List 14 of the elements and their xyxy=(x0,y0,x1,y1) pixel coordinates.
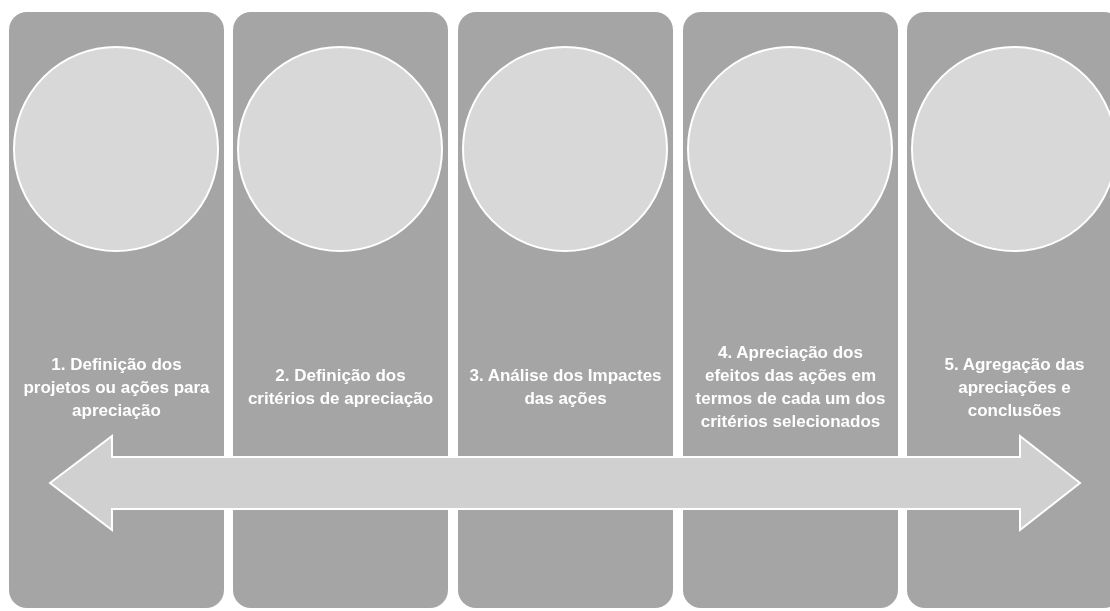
step-panel xyxy=(907,12,1110,608)
step-label: 2. Definição dos critérios de apreciação xyxy=(246,365,435,410)
step-panel xyxy=(9,12,224,608)
circle-shape xyxy=(12,45,220,253)
step-label: 1. Definição dos projetos ou ações para apreciação xyxy=(22,353,211,422)
step-panel xyxy=(683,12,898,608)
step-panel xyxy=(458,12,673,608)
step-label: 5. Agregação das apreciações e conclusões xyxy=(943,353,1086,422)
circle-shape xyxy=(461,45,669,253)
circle-shape xyxy=(236,45,444,253)
step-label: 4. Apreciação dos efeitos das ações em termos de cada um dos critérios selecionados xyxy=(694,342,887,433)
step-panel xyxy=(233,12,448,608)
circle-shape xyxy=(686,45,894,253)
step-label: 3. Análise dos Impactes das ações xyxy=(468,365,663,410)
